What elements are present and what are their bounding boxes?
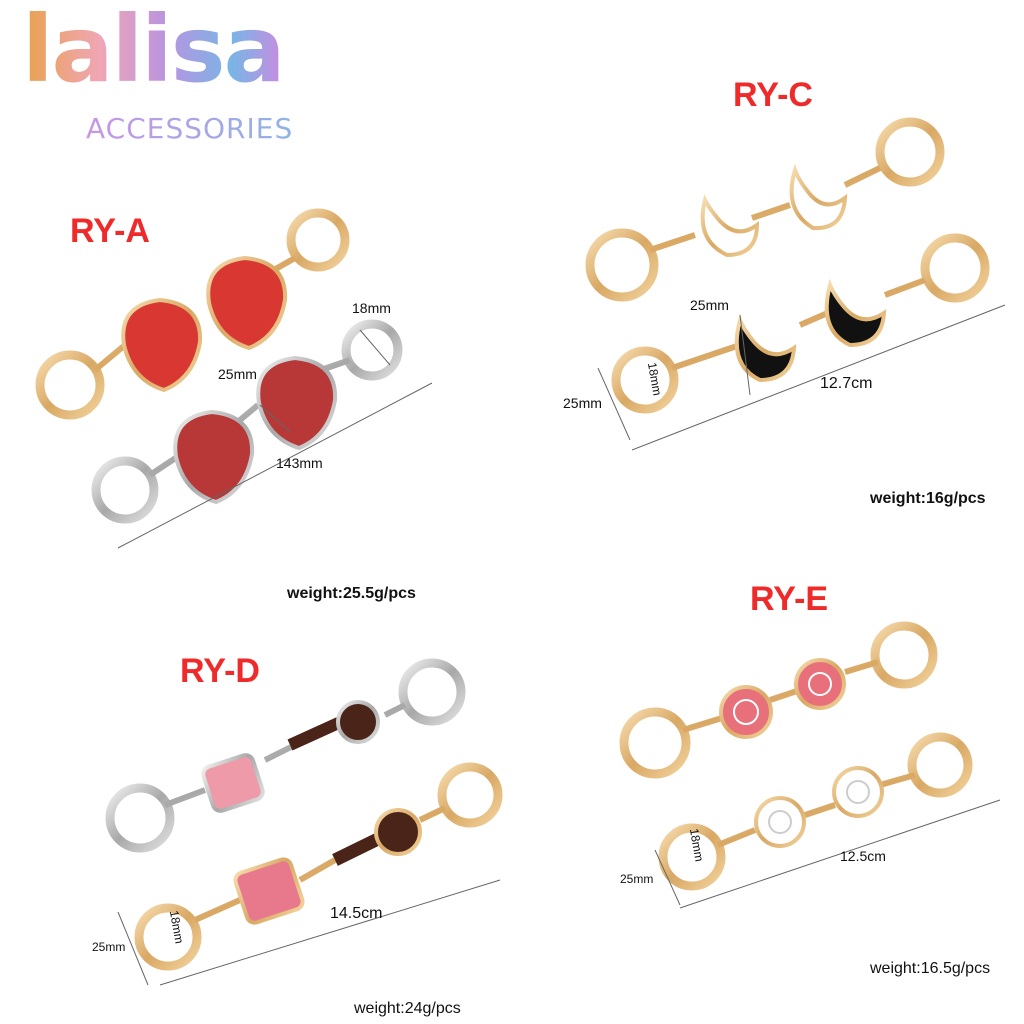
model-label-ry-a: RY-A xyxy=(70,212,150,250)
width-ry-c: 25mm xyxy=(690,297,729,313)
ring-size-ry-a: 18mm xyxy=(352,300,391,316)
ring-outer-ry-d: 25mm xyxy=(92,940,126,954)
model-label-ry-c: RY-C xyxy=(733,76,813,114)
strawberry-charm xyxy=(256,355,338,451)
crescent-charm xyxy=(789,163,848,231)
camellia-charm xyxy=(832,766,884,818)
ry-a-silver-chain xyxy=(91,319,403,524)
crescent-charm xyxy=(824,278,887,348)
length-ry-a: 143mm xyxy=(276,455,323,471)
model-label-ry-d: RY-D xyxy=(180,652,260,690)
padlock-charm xyxy=(233,857,305,925)
weight-ry-d: weight:24g/pcs xyxy=(354,1000,461,1017)
ry-a-gold-chain xyxy=(35,208,350,420)
ring-outer-ry-e: 25mm xyxy=(620,872,654,886)
crescent-charm xyxy=(700,194,760,258)
weight-ry-e: weight:16.5g/pcs xyxy=(870,960,991,977)
key-charm xyxy=(336,700,380,744)
ry-e-pink-chain xyxy=(619,621,938,779)
key-charm xyxy=(374,808,422,856)
strawberry-charm xyxy=(206,255,288,351)
model-label-ry-e: RY-E xyxy=(750,580,829,618)
padlock-charm xyxy=(201,753,265,813)
ry-d-silver-chain xyxy=(105,658,466,853)
ry-c-black-chain xyxy=(611,233,990,414)
weight-ry-c: weight:16g/pcs xyxy=(870,490,986,507)
ring-outer-ry-c: 25mm xyxy=(563,395,602,411)
length-ry-d: 14.5cm xyxy=(330,905,383,922)
brand-tagline: ACCESSORIES xyxy=(86,112,294,145)
ry-e-white-chain xyxy=(658,732,973,891)
length-ry-c: 12.7cm xyxy=(820,375,873,392)
ry-c-white-chain xyxy=(585,117,945,302)
weight-ry-a: weight:25.5g/pcs xyxy=(287,585,416,602)
brand-logo: lalisa xyxy=(22,0,286,103)
length-ry-e: 12.5cm xyxy=(840,848,886,864)
strawberry-charm xyxy=(173,409,255,505)
strawberry-charm xyxy=(121,297,203,393)
width-ry-a: 25mm xyxy=(218,366,257,382)
camellia-charm xyxy=(754,796,806,848)
camellia-charm xyxy=(719,685,773,739)
crescent-charm xyxy=(734,313,797,383)
ry-d-gold-chain xyxy=(134,762,503,971)
camellia-charm xyxy=(794,658,846,710)
